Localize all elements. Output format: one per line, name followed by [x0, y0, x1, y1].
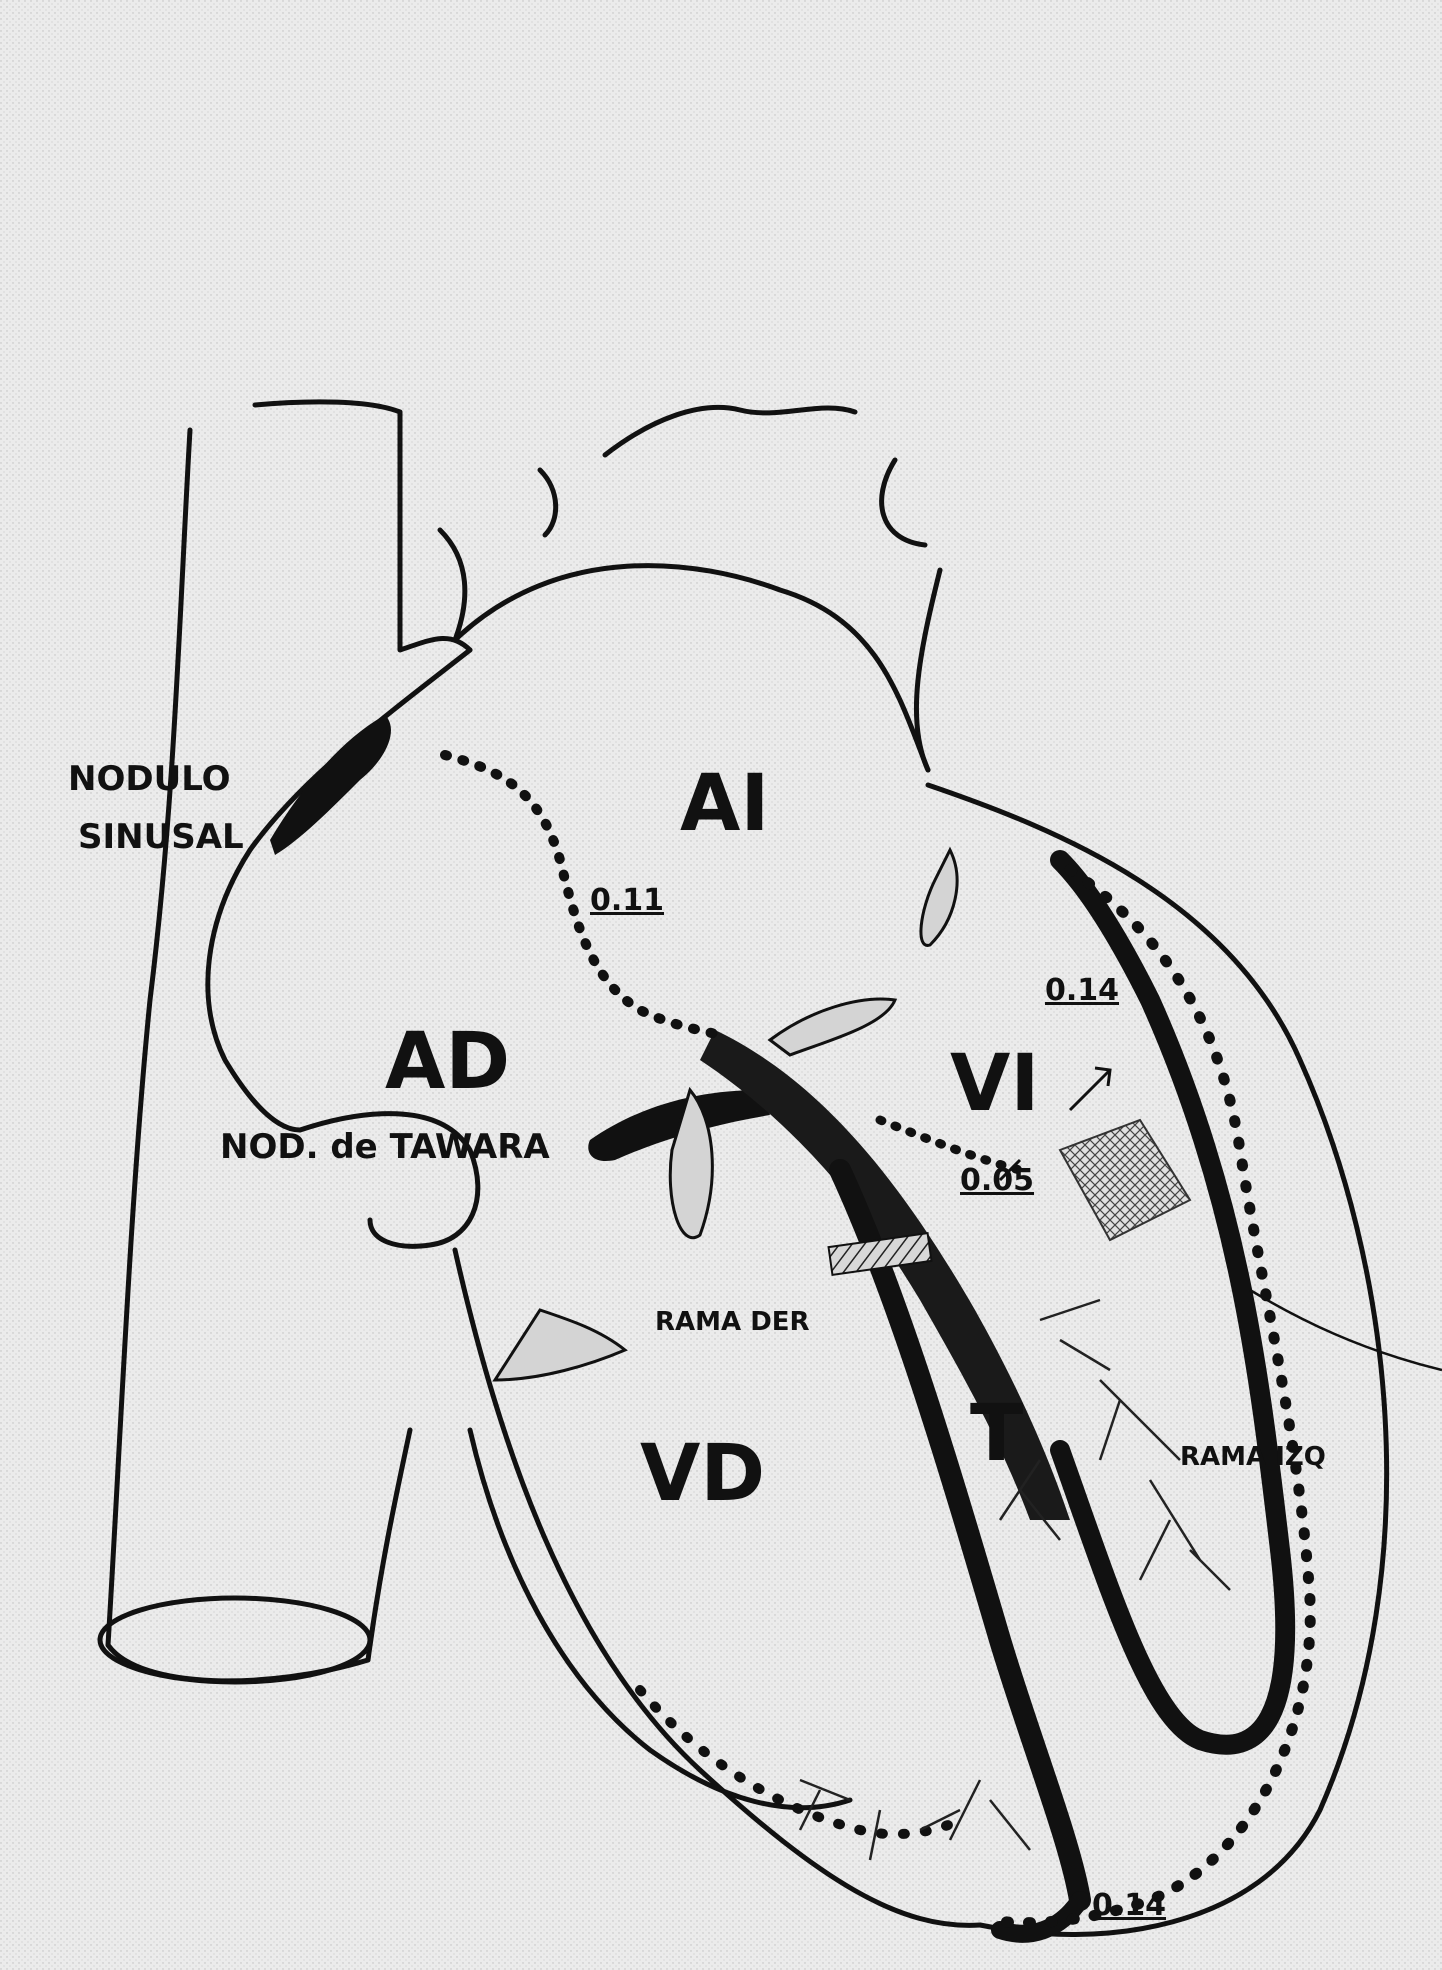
right-ventricle-label: VD — [640, 1429, 765, 1519]
right-atrium-label: AD — [385, 1017, 510, 1107]
time-atrial: 0.11 — [590, 883, 664, 918]
left-ventricle-label: VI — [950, 1039, 1039, 1129]
left-atrium-label: AI — [680, 759, 769, 849]
rama-der-label: RAMA DER — [655, 1307, 810, 1337]
rama-izq-label: RAMA IZQ — [1180, 1442, 1326, 1472]
tawara-label: NOD. de TAWARA — [220, 1127, 550, 1167]
time-upper-left: 0.14 — [1045, 973, 1119, 1008]
time-septal: 0.05 — [960, 1163, 1034, 1198]
sinus-node-label-line1: NODULO — [68, 759, 231, 799]
sinus-node-label-line2: SINUSAL — [78, 817, 244, 857]
septum-t-label: T — [970, 1389, 1023, 1479]
time-apex: 0.14 — [1092, 1888, 1166, 1923]
